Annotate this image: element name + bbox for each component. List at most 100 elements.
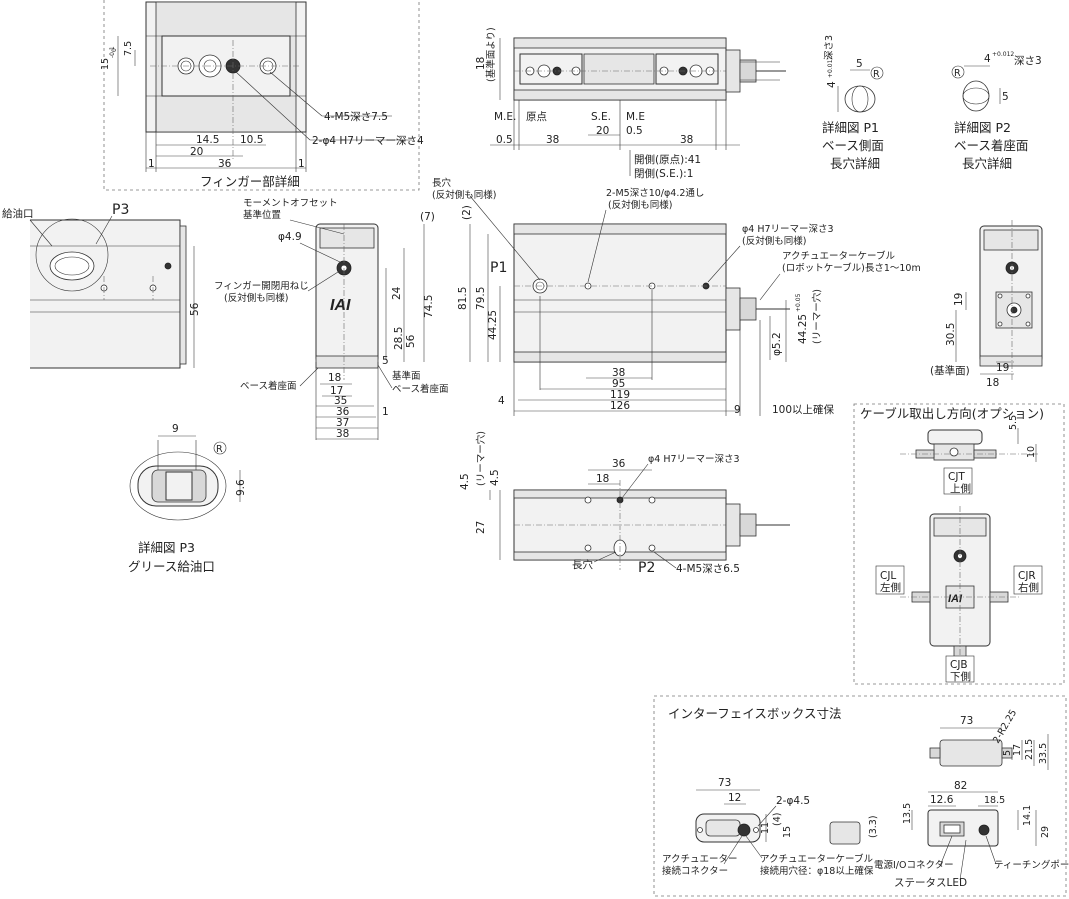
- svg-text:12: 12: [728, 792, 741, 804]
- svg-text:36: 36: [612, 458, 626, 470]
- svg-text:17: 17: [330, 385, 343, 397]
- svg-text:R: R: [873, 69, 880, 80]
- svg-text:5: 5: [1002, 750, 1013, 756]
- svg-text:(ロボットケーブル)長さ1～10m: (ロボットケーブル)長さ1～10m: [782, 262, 921, 274]
- interface-box: インターフェイスボックス寸法 73 2-R2.25 5 17 21.5 33.5…: [653, 695, 1069, 897]
- cjt-label: 上側: [950, 482, 971, 495]
- svg-text:38: 38: [612, 367, 625, 379]
- svg-text:(反対側も同様): (反対側も同様): [432, 189, 496, 201]
- finger-detail: 15 0 -0.1 7.5 14.5 10.5 20 36 1 1 4-M5深さ…: [100, 0, 424, 191]
- note-reamer-depth: 2-φ4 H7リーマー深さ4: [312, 135, 424, 147]
- svg-text:4: 4: [498, 395, 505, 407]
- svg-text:18: 18: [328, 372, 341, 384]
- rail-connector: [725, 49, 741, 93]
- svg-text:44.25: 44.25: [487, 310, 499, 340]
- svg-text:20: 20: [596, 125, 609, 137]
- note-base-seat-right: ベース着座面: [392, 383, 449, 395]
- svg-text:82: 82: [954, 780, 967, 792]
- detail-p2: 4 +0.012 深さ3 5 R 詳細図 P2 ベース着座面 長穴詳細: [951, 51, 1042, 171]
- interface-box-title: インターフェイスボックス寸法: [668, 706, 842, 721]
- oil-port-label: 給油口: [2, 207, 34, 220]
- svg-text:+0.05: +0.05: [795, 293, 802, 312]
- finger-detail-frame: [103, 0, 420, 191]
- svg-text:1: 1: [382, 406, 389, 418]
- ib-note-power: 電源I/Oコネクター: [874, 860, 954, 871]
- svg-text:(リーマー穴): (リーマー穴): [475, 431, 487, 486]
- svg-text:4.5: 4.5: [459, 473, 471, 490]
- svg-text:73: 73: [718, 777, 731, 789]
- note-m5-depth: 4-M5深さ7.5: [324, 111, 388, 123]
- svg-text:24: 24: [391, 286, 403, 300]
- finger-detail-title: フィンガー部詳細: [200, 174, 300, 189]
- p3-label: P3: [112, 202, 129, 218]
- svg-text:(反対側も同様): (反対側も同様): [608, 199, 672, 211]
- svg-text:73: 73: [960, 715, 973, 727]
- svg-text:56: 56: [405, 334, 417, 348]
- svg-text:1: 1: [148, 158, 155, 170]
- svg-text:4: 4: [984, 53, 991, 65]
- note-finger-screw: フィンガー開閉用ねじ: [214, 281, 309, 292]
- side-view: 56 給油口 P3: [2, 202, 201, 369]
- dim-7-5: 7.5: [123, 41, 134, 56]
- p1-caption-3: 長穴詳細: [830, 156, 880, 171]
- cjl-label: 左側: [880, 581, 901, 594]
- main-view: P1 長穴 (反対側も同様) 2-M5深さ10/φ4.2通し (反対側も同様) …: [432, 177, 921, 416]
- ib-small-part: [829, 821, 861, 845]
- svg-text:深さ3: 深さ3: [824, 35, 835, 60]
- bottom-note-m5: 4-M5深さ6.5: [676, 563, 740, 575]
- svg-text:15: 15: [782, 826, 793, 838]
- svg-text:2-φ4.5: 2-φ4.5: [776, 795, 810, 807]
- grease-port: [49, 251, 95, 281]
- svg-text:30.5: 30.5: [945, 323, 957, 346]
- svg-text:126: 126: [610, 400, 630, 412]
- dim-56: 56: [189, 302, 201, 316]
- closed-side: 閉側(S.E.):1: [634, 167, 693, 180]
- front-view: IAI モーメントオフセット 基準位置 φ4.9 フィンガー開閉用ねじ (反対側…: [214, 198, 449, 440]
- svg-text:(4): (4): [772, 813, 783, 826]
- dim-15: 15: [100, 58, 111, 70]
- svg-text:(基準面より): (基準面より): [485, 27, 497, 82]
- se: S.E.: [591, 111, 611, 123]
- note-reference-face: 基準面: [392, 370, 421, 382]
- svg-text:-0.1: -0.1: [109, 46, 116, 58]
- svg-text:(2): (2): [461, 205, 473, 220]
- svg-text:18: 18: [986, 377, 999, 389]
- svg-text:9: 9: [172, 423, 179, 435]
- cjt-code: CJT: [948, 471, 965, 483]
- p2-caption-1: 詳細図 P2: [954, 120, 1011, 135]
- svg-text:+0.012: +0.012: [827, 56, 834, 78]
- cable-options-frame: [853, 403, 1065, 685]
- svg-text:119: 119: [610, 389, 630, 401]
- svg-text:(3.3): (3.3): [868, 815, 879, 838]
- svg-text:18: 18: [596, 473, 609, 485]
- svg-text:2-R2.25: 2-R2.25: [991, 708, 1019, 746]
- dim-14-5: 14.5: [196, 134, 219, 146]
- svg-text:14.1: 14.1: [1022, 805, 1033, 826]
- svg-text:4.5: 4.5: [489, 469, 501, 486]
- svg-text:19: 19: [953, 293, 965, 306]
- note-base-seat-left: ベース着座面: [240, 380, 297, 392]
- cjr-label: 右側: [1018, 581, 1039, 594]
- ib-note-led: ステータスLED: [894, 877, 967, 889]
- svg-text:36: 36: [336, 406, 350, 418]
- svg-text:5: 5: [382, 355, 389, 367]
- cable-front-logo: IAI: [948, 593, 963, 605]
- p1-caption-2: ベース側面: [822, 138, 884, 153]
- cjr-code: CJR: [1018, 570, 1036, 582]
- svg-text:10: 10: [1026, 446, 1037, 458]
- p2-caption-2: ベース着座面: [954, 138, 1028, 153]
- svg-text:R: R: [954, 68, 961, 79]
- bottom-note-slot: 長穴: [572, 558, 593, 571]
- note-m5-through: 2-M5深さ10/φ4.2通し: [606, 188, 704, 199]
- svg-text:17: 17: [1012, 744, 1023, 756]
- p1-caption-1: 詳細図 P1: [822, 120, 879, 135]
- svg-text:33.5: 33.5: [1038, 743, 1049, 764]
- p3-caption-2: グリース給油口: [128, 559, 215, 574]
- svg-text:5.5: 5.5: [1008, 415, 1019, 430]
- base-rail: 18 (基準面より) M.E. 原点 S.E. M.E 0.5 38 20 0.…: [475, 27, 786, 180]
- interface-box-frame: [653, 695, 1067, 897]
- svg-text:(反対側も同様): (反対側も同様): [224, 292, 288, 304]
- svg-text:44.25: 44.25: [797, 314, 809, 344]
- svg-text:38: 38: [546, 134, 559, 146]
- svg-text:35: 35: [334, 395, 347, 407]
